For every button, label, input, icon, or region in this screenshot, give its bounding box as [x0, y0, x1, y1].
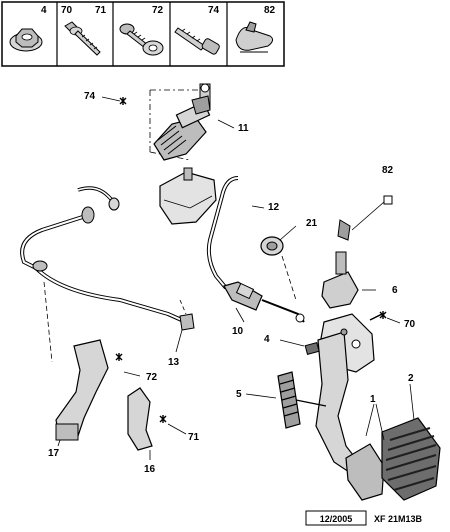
callout-11: 11	[238, 123, 249, 134]
grommet	[260, 236, 297, 301]
clutch-pipe-assembly	[20, 186, 195, 363]
hydraulic-pipe	[206, 176, 239, 290]
callout-6: 6	[392, 285, 398, 296]
callout-82: 82	[382, 165, 394, 176]
callout-17: 17	[48, 448, 60, 459]
parts-legend-strip: 4 70 71 72 74 82	[1, 1, 285, 67]
legend-ref-4: 4	[41, 5, 47, 16]
pipe-connector	[223, 281, 305, 323]
fluid-reservoir	[159, 167, 217, 225]
callout-5: 5	[236, 389, 242, 400]
callout-72: 72	[146, 372, 158, 383]
legend-ref-74: 74	[208, 5, 220, 16]
flange-screw-icon	[64, 21, 101, 56]
clutch-master-cylinder	[149, 83, 211, 161]
callout-2: 2	[408, 373, 414, 384]
screw-washer-icon	[119, 23, 164, 56]
clutch-switch	[321, 195, 393, 309]
callout-1: 1	[370, 394, 376, 405]
stud-icon	[174, 27, 220, 55]
callout-12: 12	[268, 202, 280, 213]
footer-code: XF 21M13B	[374, 514, 423, 524]
callout-16: 16	[144, 464, 156, 475]
callout-4: 4	[264, 334, 270, 345]
clip-icon	[235, 21, 274, 53]
nut-icon	[9, 28, 43, 52]
legend-ref-72: 72	[152, 5, 164, 16]
footer: 12/2005 XF 21M13B	[305, 510, 423, 526]
legend-ref-71: 71	[95, 5, 107, 16]
footer-date: 12/2005	[320, 514, 353, 524]
callout-21: 21	[306, 218, 318, 229]
legend-ref-70: 70	[61, 5, 73, 16]
callout-10: 10	[232, 326, 244, 337]
callout-70: 70	[404, 319, 416, 330]
asterisk-markers	[115, 97, 387, 423]
callout-74: 74	[84, 91, 96, 102]
clutch-pedal-assembly	[55, 313, 441, 501]
legend-ref-82: 82	[264, 5, 276, 16]
leader-lines	[57, 96, 415, 460]
callout-13: 13	[168, 357, 180, 368]
callout-71: 71	[188, 432, 200, 443]
